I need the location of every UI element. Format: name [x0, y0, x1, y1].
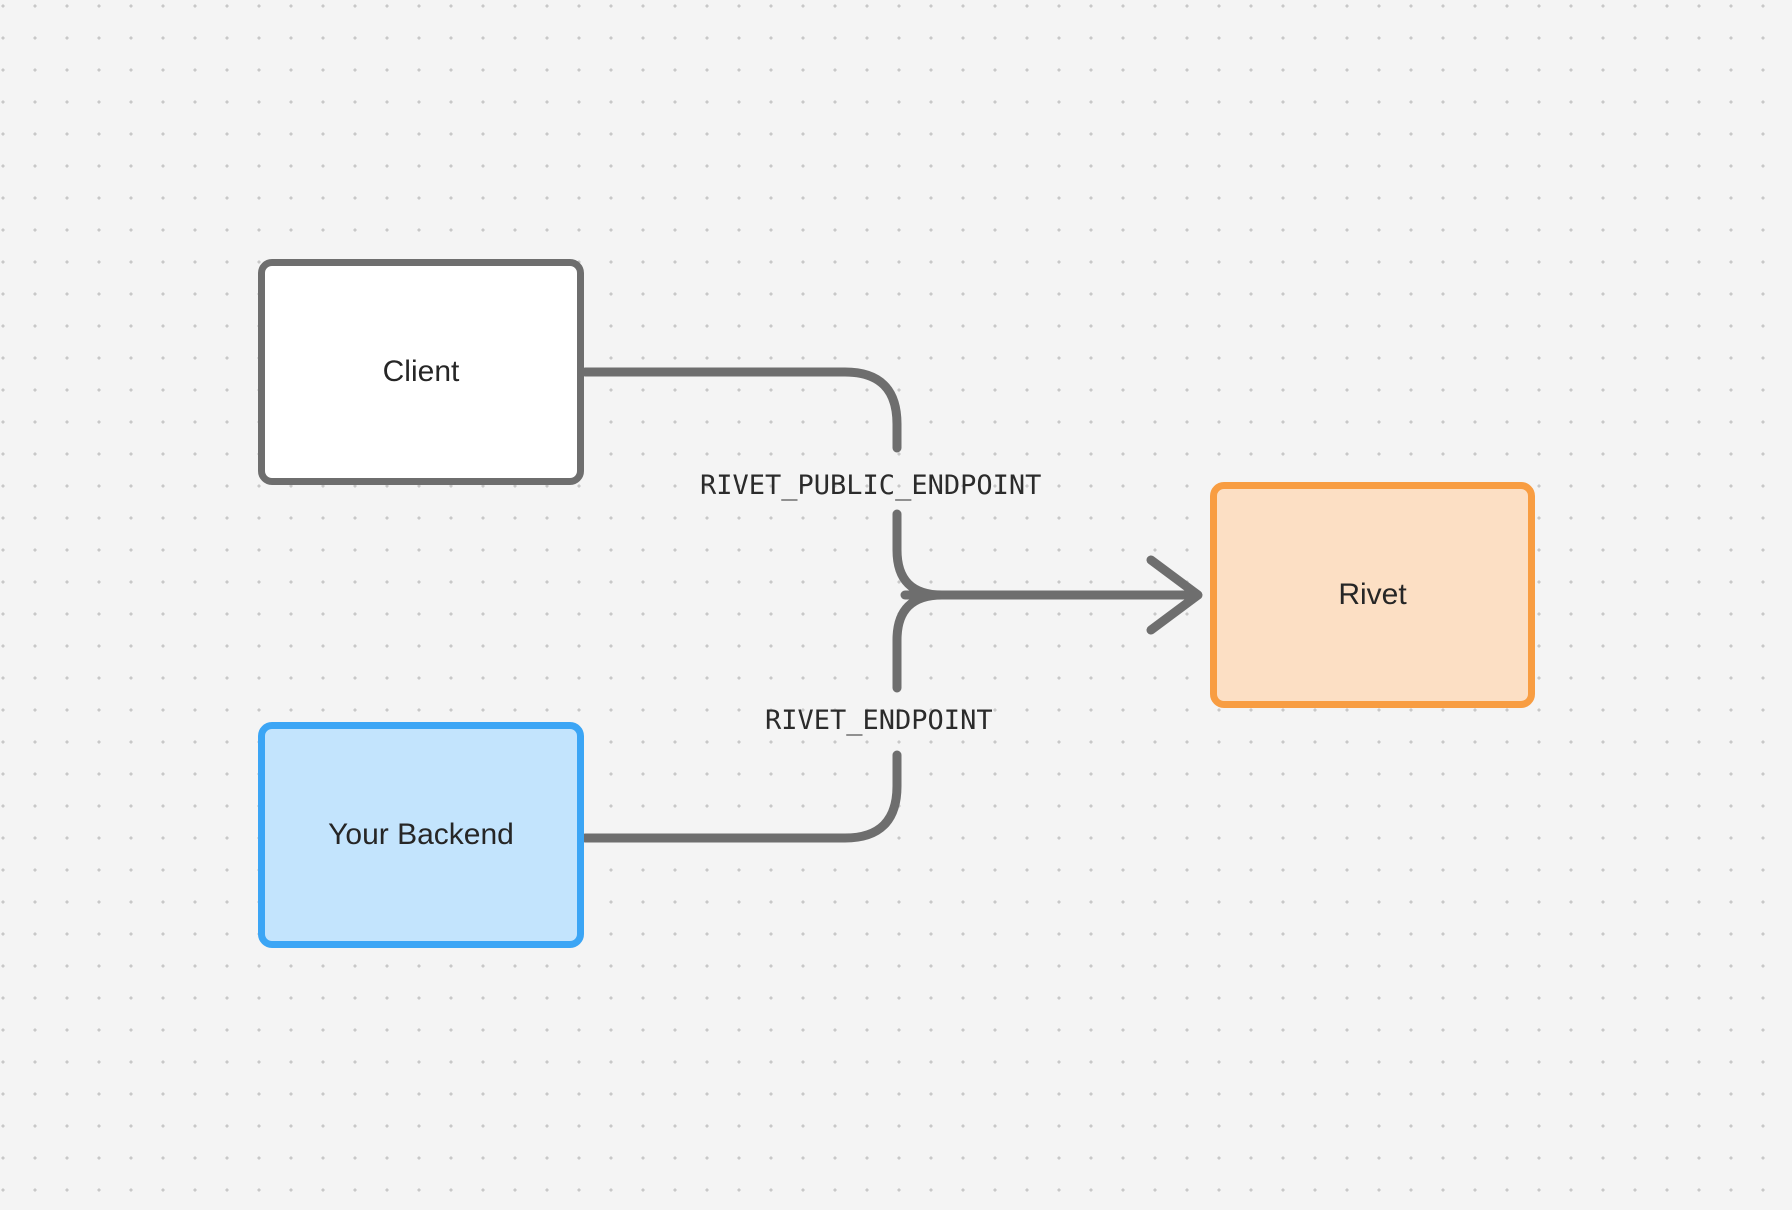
node-client[interactable]: Client [258, 259, 584, 485]
node-your-backend-label: Your Backend [328, 818, 514, 851]
node-client-label: Client [382, 355, 460, 388]
edge-backend-to-junction-upper [892, 590, 947, 693]
edge-backend-to-junction-lower [580, 750, 902, 843]
arrowhead-icon [1146, 555, 1203, 635]
node-rivet-label: Rivet [1338, 578, 1407, 611]
edge-client-to-junction-upper [580, 367, 902, 453]
edge-client-to-junction-lower [892, 509, 947, 600]
edge-label-rivet-endpoint: RIVET_ENDPOINT [765, 705, 993, 736]
node-your-backend[interactable]: Your Backend [258, 722, 584, 948]
edge-label-rivet-public-endpoint: RIVET_PUBLIC_ENDPOINT [700, 470, 1042, 501]
node-rivet[interactable]: Rivet [1210, 482, 1535, 708]
